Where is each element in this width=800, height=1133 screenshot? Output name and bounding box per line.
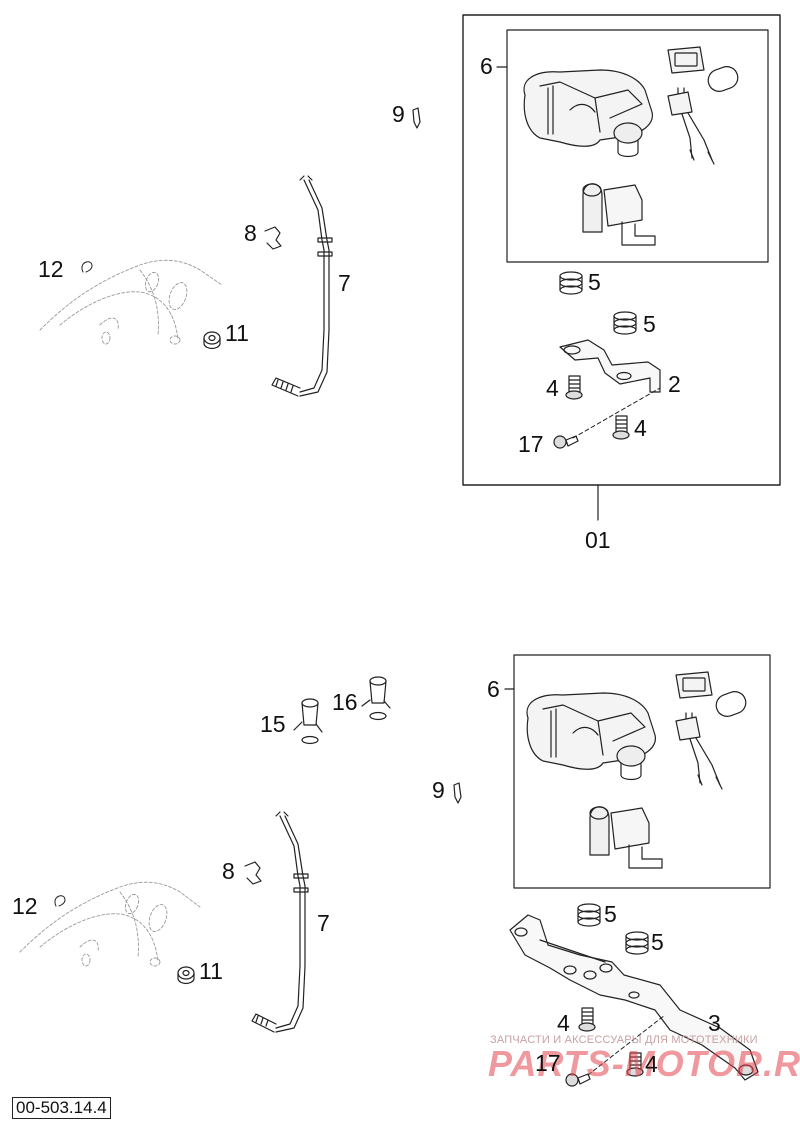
label-part-5b-bottom: 5	[651, 929, 664, 955]
screw-17	[553, 435, 579, 449]
screw-17-bottom	[565, 1073, 591, 1087]
speedo-housing-bottom	[526, 692, 656, 781]
bracket-2	[559, 339, 661, 393]
label-part-5a: 5	[588, 269, 601, 295]
label-part-4b-bottom: 4	[645, 1051, 658, 1077]
part-6-frame-bottom	[513, 654, 771, 889]
label-part-11: 11	[225, 320, 249, 346]
sensor-connector-bottom	[675, 712, 723, 790]
label-part-17: 17	[518, 431, 544, 457]
label-part-11-bottom: 11	[199, 958, 223, 984]
label-part-7: 7	[338, 270, 351, 296]
label-part-2: 2	[668, 371, 681, 397]
label-part-4b: 4	[634, 415, 647, 441]
nut-11-bottom	[177, 966, 195, 985]
label-part-8: 8	[244, 220, 257, 246]
speedo-head	[667, 46, 739, 92]
watermark-caption: ЗАПЧАСТИ И АКСЕССУАРЫ ДЛЯ МОТОТЕХНИКИ	[490, 1034, 758, 1046]
clip-8	[264, 226, 282, 250]
label-part-4a: 4	[546, 375, 559, 401]
bushing-5a-bottom	[577, 903, 601, 927]
mount-cup-bottom	[589, 806, 663, 869]
pin-15	[293, 698, 323, 745]
label-part-9-bottom: 9	[432, 777, 445, 803]
fork-crown	[39, 259, 223, 345]
screw-4a-bottom	[578, 1007, 596, 1032]
clip-8-bottom	[244, 861, 262, 885]
diagram-code: 00-503.14.4	[12, 1097, 111, 1119]
screw-4b-bottom	[626, 1052, 644, 1077]
bracket-3	[509, 914, 759, 1081]
watermark-logo: PARTS-MOTOR.RU	[488, 1043, 800, 1084]
label-part-12-bottom: 12	[12, 893, 38, 919]
pin-16	[361, 676, 391, 721]
screw-4b	[612, 415, 630, 440]
circlip-12-bottom	[54, 895, 66, 907]
sensor-connector	[667, 87, 715, 165]
mount-cup	[582, 183, 656, 246]
speedo-head-bottom	[675, 671, 747, 717]
kit-label: 01	[585, 527, 611, 553]
screw-4a	[565, 375, 583, 400]
cable-7-bottom	[251, 811, 309, 1033]
part-9-bottom	[453, 782, 462, 804]
label-part-16: 16	[332, 689, 358, 715]
label-part-9: 9	[392, 101, 405, 127]
top-assembly	[39, 14, 781, 521]
label-part-7-bottom: 7	[317, 910, 330, 936]
label-part-5b: 5	[643, 311, 656, 337]
part-6-frame	[506, 29, 769, 263]
circlip-12	[81, 261, 93, 273]
fork-crown-bottom	[19, 881, 201, 967]
bushing-5b	[613, 311, 637, 335]
kit-01-frame	[462, 14, 781, 486]
cable-7	[271, 175, 333, 397]
label-part-6: 6	[480, 53, 493, 79]
label-part-17-bottom: 17	[535, 1050, 561, 1076]
label-part-15: 15	[260, 711, 286, 737]
bottom-assembly	[19, 654, 771, 1087]
label-part-6-bottom: 6	[487, 676, 500, 702]
nut-11	[203, 331, 221, 350]
label-part-3: 3	[708, 1010, 721, 1036]
part-9	[412, 107, 421, 129]
label-part-8-bottom: 8	[222, 858, 235, 884]
bushing-5b-bottom	[625, 931, 649, 955]
bushing-5a	[559, 271, 583, 295]
label-part-12: 12	[38, 256, 64, 282]
label-part-4a-bottom: 4	[557, 1010, 570, 1036]
label-part-5a-bottom: 5	[604, 901, 617, 927]
speedo-housing	[523, 69, 653, 158]
